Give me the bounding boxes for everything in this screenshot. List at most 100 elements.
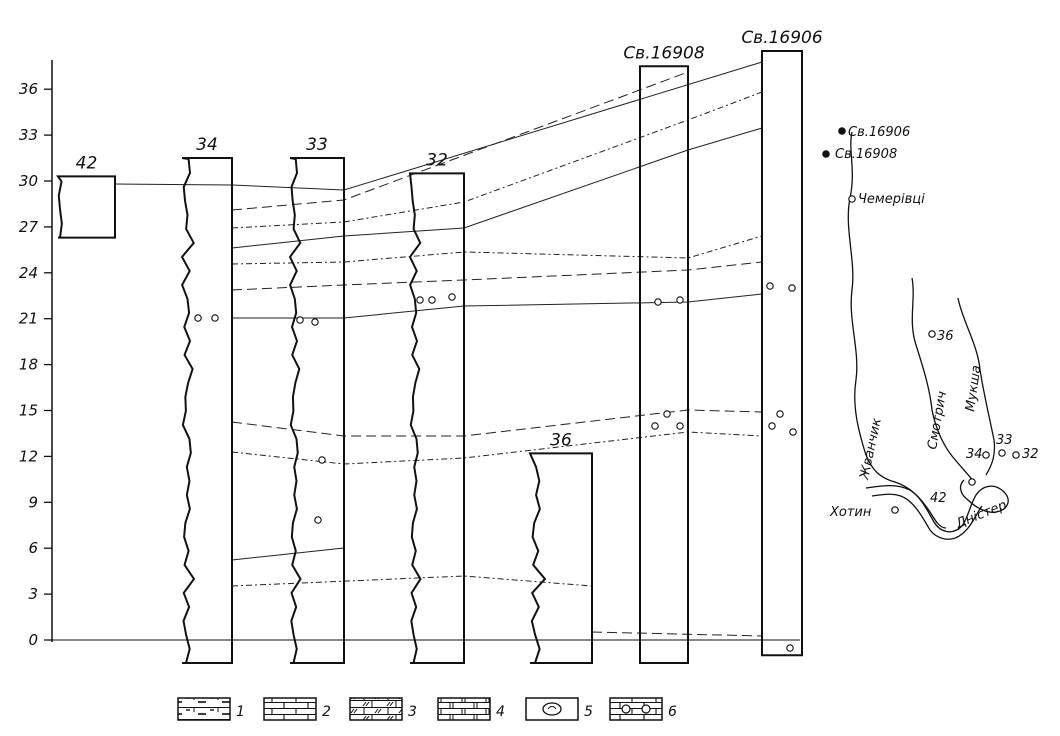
map-label-32: 32 xyxy=(1022,447,1039,462)
nodule-icon xyxy=(609,697,663,721)
scale-tick-label: 6 xyxy=(28,539,38,557)
column-label-32: 32 xyxy=(426,150,448,170)
map-label-42: 42 xyxy=(930,491,947,506)
legend-item-2: 2 xyxy=(263,697,331,721)
column-33: 33 xyxy=(288,135,345,664)
column-34-body xyxy=(180,157,233,664)
map-label-33: 33 xyxy=(996,433,1013,448)
river-label-zhvanchyk: Жванчик xyxy=(857,417,885,482)
dolomitic-limestone-icon xyxy=(349,697,403,721)
scale-tick-label: 18 xyxy=(19,356,38,374)
correlation-line xyxy=(231,91,763,229)
fossil-marker xyxy=(448,293,456,301)
correlation-line xyxy=(591,631,763,637)
fossil-shell-rib-icon xyxy=(547,706,557,710)
fossil-marker xyxy=(654,298,662,306)
column-36: 36 xyxy=(528,430,593,664)
map-point-marker xyxy=(998,449,1006,457)
column-16908: Св.16908 xyxy=(623,43,705,664)
correlation-line xyxy=(231,575,593,587)
marl-icon xyxy=(437,697,491,721)
scale-tick-label: 3 xyxy=(28,585,38,603)
nodule-circle-icon xyxy=(621,704,631,714)
scale-tick-label: 12 xyxy=(19,447,38,465)
lithology-columns: 42 34 33 32 36 Св.16908 Св.16906 xyxy=(56,28,823,664)
correlation-line xyxy=(231,547,345,561)
fossil-marker xyxy=(318,456,326,464)
map-point-marker xyxy=(928,330,936,338)
legend-label-3: 3 xyxy=(408,704,417,720)
legend-item-1: 1 xyxy=(177,697,245,721)
correlation-line xyxy=(114,61,763,191)
column-32: 32 xyxy=(408,150,465,664)
river-dniester xyxy=(865,479,1009,533)
map-point-marker xyxy=(822,150,830,158)
legend-item-5: 5 xyxy=(525,697,593,721)
fossil-marker xyxy=(296,316,304,324)
column-33-body xyxy=(288,157,345,664)
scale-tick-label: 36 xyxy=(19,80,38,98)
river-muksha xyxy=(957,297,996,476)
limestone-bedded-icon xyxy=(177,697,231,721)
scale-tick-label: 21 xyxy=(19,310,38,328)
column-42-body xyxy=(56,175,116,239)
fossil-marker xyxy=(788,284,796,292)
fossil-marker xyxy=(428,296,436,304)
correlation-line xyxy=(231,235,763,265)
legend-item-6: 6 xyxy=(609,697,677,721)
river-label-smotrych: Смотрич xyxy=(925,390,950,451)
legend-label-1: 1 xyxy=(236,704,245,720)
fossil-marker xyxy=(768,422,776,430)
map-point-marker xyxy=(838,127,846,135)
scale-tick-label: 0 xyxy=(28,631,38,649)
legend-item-3: 3 xyxy=(349,697,417,721)
scale-tick-label: 9 xyxy=(28,493,38,511)
nodule-circle-icon xyxy=(641,704,651,714)
legend-label-5: 5 xyxy=(584,704,593,720)
map-label-36: 36 xyxy=(937,329,954,344)
fossil-icon xyxy=(525,697,579,721)
limestone-icon xyxy=(263,697,317,721)
river-smotrych xyxy=(911,277,975,483)
fossil-marker xyxy=(786,644,794,652)
fossil-marker xyxy=(676,296,684,304)
map-label-34: 34 xyxy=(966,447,983,462)
map-point-marker xyxy=(1012,451,1020,459)
fossil-marker xyxy=(651,422,659,430)
fossil-marker xyxy=(766,282,774,290)
correlation-line xyxy=(231,431,763,465)
legend-label-6: 6 xyxy=(668,704,677,720)
column-16906: Св.16906 xyxy=(741,28,823,657)
fossil-marker xyxy=(311,318,319,326)
scale-tick-label: 15 xyxy=(19,402,38,420)
legend: 1 2 3 4 5 6 xyxy=(177,697,677,721)
correlation-line xyxy=(231,409,763,437)
fossil-markers xyxy=(194,282,797,652)
map-point-marker xyxy=(982,451,990,459)
fossil-marker xyxy=(416,296,424,304)
map-label-chemerivtsi: Чемерівці xyxy=(858,192,925,207)
scale-tick-label: 27 xyxy=(19,218,39,236)
map-label-16906: Св.16906 xyxy=(848,125,910,140)
map-label-khotyn: Хотин xyxy=(829,505,872,520)
column-label-36: 36 xyxy=(550,430,572,450)
legend-label-4: 4 xyxy=(496,704,505,720)
scale-tick-label: 33 xyxy=(19,126,38,144)
fossil-marker xyxy=(663,410,671,418)
legend-item-4: 4 xyxy=(437,697,505,721)
legend-label-2: 2 xyxy=(322,704,331,720)
correlation-line xyxy=(231,71,689,211)
column-label-16906: Св.16906 xyxy=(741,28,823,48)
column-label-16908: Св.16908 xyxy=(623,43,705,63)
column-16906-body xyxy=(761,49,803,657)
fossil-marker xyxy=(789,428,797,436)
column-36-body xyxy=(528,452,593,664)
column-42: 42 xyxy=(56,153,116,239)
column-label-33: 33 xyxy=(306,135,328,155)
river-label-dniester: Дністер xyxy=(953,498,1009,532)
scale-tick-label: 24 xyxy=(19,264,38,282)
river-dniester-bank xyxy=(871,493,983,540)
river-label-muksha: Мукша xyxy=(963,364,984,412)
fossil-marker xyxy=(314,516,322,524)
